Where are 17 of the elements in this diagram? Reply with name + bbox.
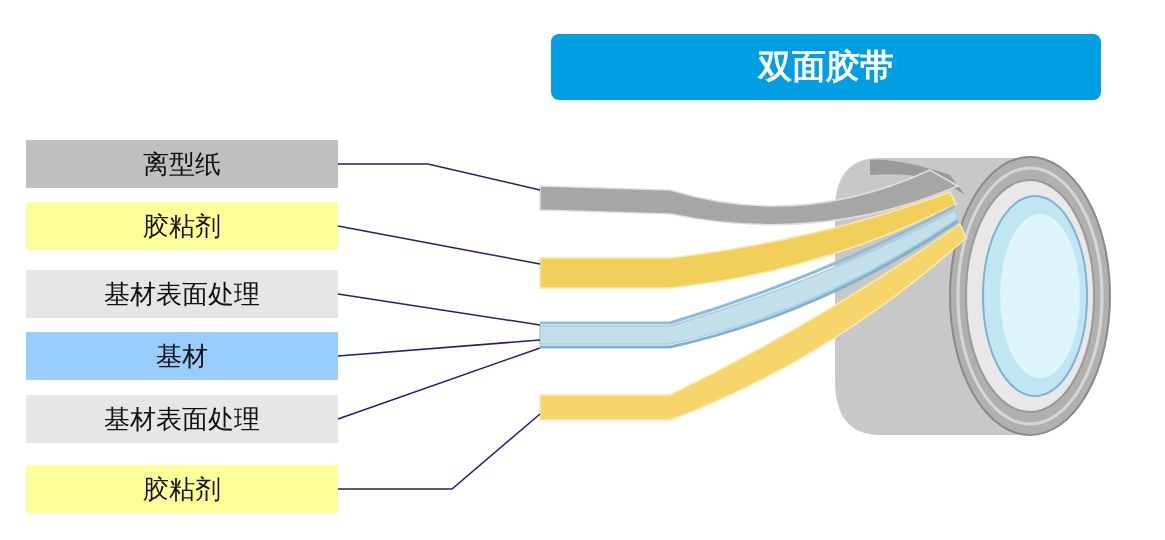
title-banner: 双面胶带 <box>551 34 1101 100</box>
leader-line <box>337 225 541 265</box>
label-box: 离型纸 <box>26 140 338 188</box>
leader-line <box>337 293 541 326</box>
adhesive-layer <box>539 191 957 289</box>
leader-line <box>337 413 541 490</box>
label-box: 基材表面处理 <box>26 270 338 318</box>
leader-line <box>337 347 541 420</box>
leader-line <box>337 339 541 357</box>
release-liner-layer <box>539 169 959 226</box>
label-box: 基材 <box>26 332 338 380</box>
adhesive-layer <box>539 223 967 421</box>
label-box: 胶粘剂 <box>26 202 338 250</box>
surface-treatment-layer <box>540 204 956 325</box>
label-box: 胶粘剂 <box>26 465 338 513</box>
leader-line <box>337 163 541 191</box>
label-box: 基材表面处理 <box>26 395 338 443</box>
